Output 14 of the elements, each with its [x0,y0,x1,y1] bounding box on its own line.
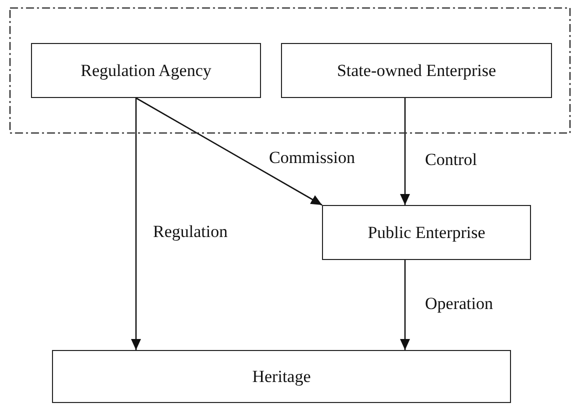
process-box [52,350,511,403]
node-label: State-owned Enterprise [336,60,496,80]
process-box [281,43,552,98]
dashed-group-frame [9,7,571,134]
arrow [400,260,410,350]
node-label: Public Enterprise [368,222,486,242]
process-box [31,43,261,98]
arrow [131,98,141,350]
arrow [136,97,322,206]
node-label: Heritage [252,366,311,386]
edge-label: Regulation [152,222,229,242]
arrow [400,98,410,205]
node-label: Regulation Agency [80,60,212,80]
process-box [322,205,531,260]
